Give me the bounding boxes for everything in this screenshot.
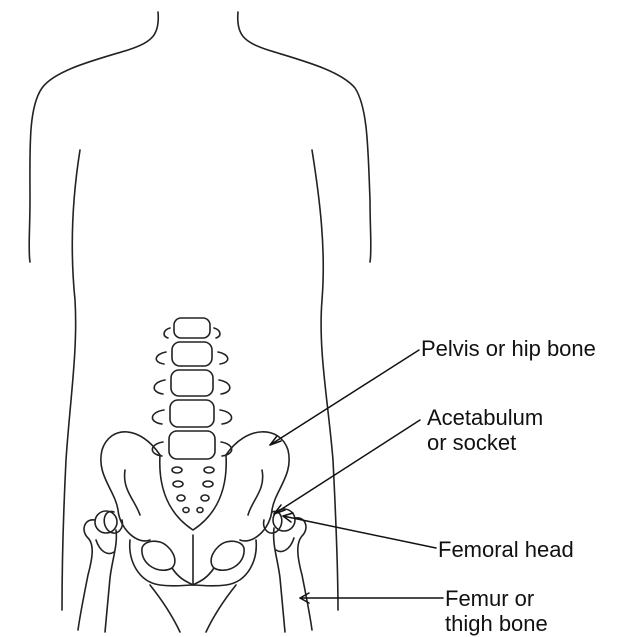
acetabulum-label-line2: or socket — [427, 430, 543, 455]
femur-label-line1: Femur or — [445, 586, 548, 611]
pelvis — [101, 432, 289, 586]
femoral-head-label-text: Femoral head — [438, 537, 574, 562]
pelvis-label-text: Pelvis or hip bone — [421, 336, 596, 361]
femoral-head-label: Femoral head — [438, 537, 574, 562]
pelvis-leader-line — [270, 350, 419, 445]
pelvis-label: Pelvis or hip bone — [421, 336, 596, 361]
femurs — [78, 509, 312, 632]
acetabulum-leader-line — [274, 420, 420, 514]
acetabulum-label-line1: Acetabulum — [427, 405, 543, 430]
femur-label-line2: thigh bone — [445, 611, 548, 636]
femoral-head-leader-line — [283, 516, 436, 548]
leader-lines — [270, 350, 443, 603]
body-outline — [29, 12, 371, 610]
acetabulum-label: Acetabulum or socket — [427, 405, 543, 455]
spine — [152, 318, 231, 459]
femur-label: Femur or thigh bone — [445, 586, 548, 636]
